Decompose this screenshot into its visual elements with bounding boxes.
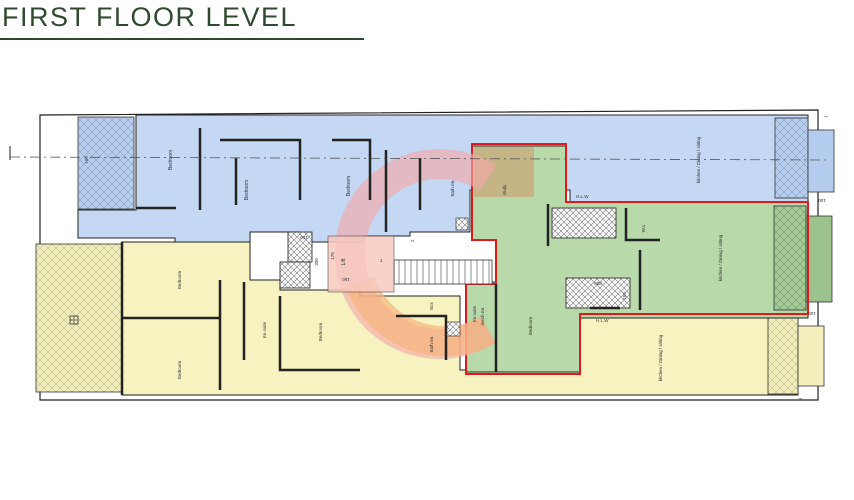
lift-shaft [287, 231, 313, 263]
green-shaft-top [551, 207, 617, 239]
blue-balcony-hatch [774, 117, 809, 199]
dimension-300: 300 [314, 258, 319, 266]
room-label-green-bedroom: Bedroom [528, 317, 533, 336]
room-label-yellow-bedroom-2: Bedroom [177, 361, 182, 380]
room-label-yellow-bedroom-1: Bedroom [177, 271, 182, 290]
room-label-blue-bedroom-1: Bedroom [168, 150, 174, 170]
room-label-yellow-bath: Bath rm. [429, 335, 434, 352]
green-balcony-hatch [773, 205, 807, 311]
yellow-balcony-hatch [767, 317, 799, 395]
stair-number-2: 2 [410, 239, 415, 242]
unit-green [465, 143, 833, 375]
blue-balcony-end [807, 129, 835, 193]
core-ring-orange [345, 276, 496, 357]
room-label-blue-kitchen: kitchen / Dining / sitting [696, 136, 701, 183]
room-label-green-kitchen: kitchen / Dining / sitting [718, 234, 723, 281]
annotation-hlw-top: H.L.W [576, 194, 589, 199]
room-label-yellow-kitchen: kitchen / Dining / sitting [658, 334, 663, 381]
unit-yellow [35, 241, 825, 396]
blue-terrace-hatch [77, 116, 135, 210]
room-label-yellow-ensuite: En suite [262, 321, 267, 338]
lift-car [279, 261, 311, 289]
interior-walls [120, 128, 660, 395]
level-100-c: 100 [84, 156, 89, 164]
dimension-150-b: 150 [342, 277, 350, 282]
green-shaft-bottom [565, 277, 631, 309]
room-label-lift: Lift [341, 258, 347, 265]
title-underline [0, 38, 364, 40]
room-label-mech-room: mech rm. [480, 307, 485, 326]
page-title: FIRST FLOOR LEVEL [2, 2, 298, 32]
yellow-balcony-end [797, 325, 825, 387]
red-highlight-border [465, 143, 809, 375]
annotation-hlw-bottom: H.L.W [596, 318, 609, 323]
end-marker-top: ⊸ [824, 114, 828, 119]
room-label-yellow-box: Box [429, 301, 434, 310]
small-shaft-b [445, 321, 461, 337]
unit-blue [77, 114, 835, 261]
yellow-terrace-hatch [35, 243, 123, 393]
section-line [9, 156, 829, 161]
room-label-study: study [502, 184, 507, 196]
room-label-yellow-bedroom-3: Bedroom [318, 323, 323, 342]
level-100-a: 100 [818, 198, 826, 203]
core-landing [327, 235, 395, 293]
room-label-blue-bedroom-2: Bedroom [244, 180, 250, 200]
room-label-wc: W.c. [641, 224, 646, 233]
stair-number-1: 1 [380, 258, 383, 263]
room-label-green-ensuite: En suite [472, 305, 477, 322]
stair-flight [393, 259, 493, 285]
dimension-800: 800 [594, 281, 602, 286]
dimension-150-c: 150 [622, 292, 627, 300]
core-overlay [327, 149, 497, 359]
room-label-blue-bedroom-3: Bedroom [346, 176, 352, 196]
level-100-b: 100 [808, 311, 816, 316]
end-marker-bottom: ⊸ [798, 396, 802, 401]
small-shaft-a [455, 217, 469, 231]
dimension-170: 170 [330, 252, 335, 260]
room-label-blue-bath: Bath rm. [450, 179, 455, 196]
green-balcony-end [805, 215, 833, 303]
dimension-150-a: 150 [300, 235, 308, 240]
